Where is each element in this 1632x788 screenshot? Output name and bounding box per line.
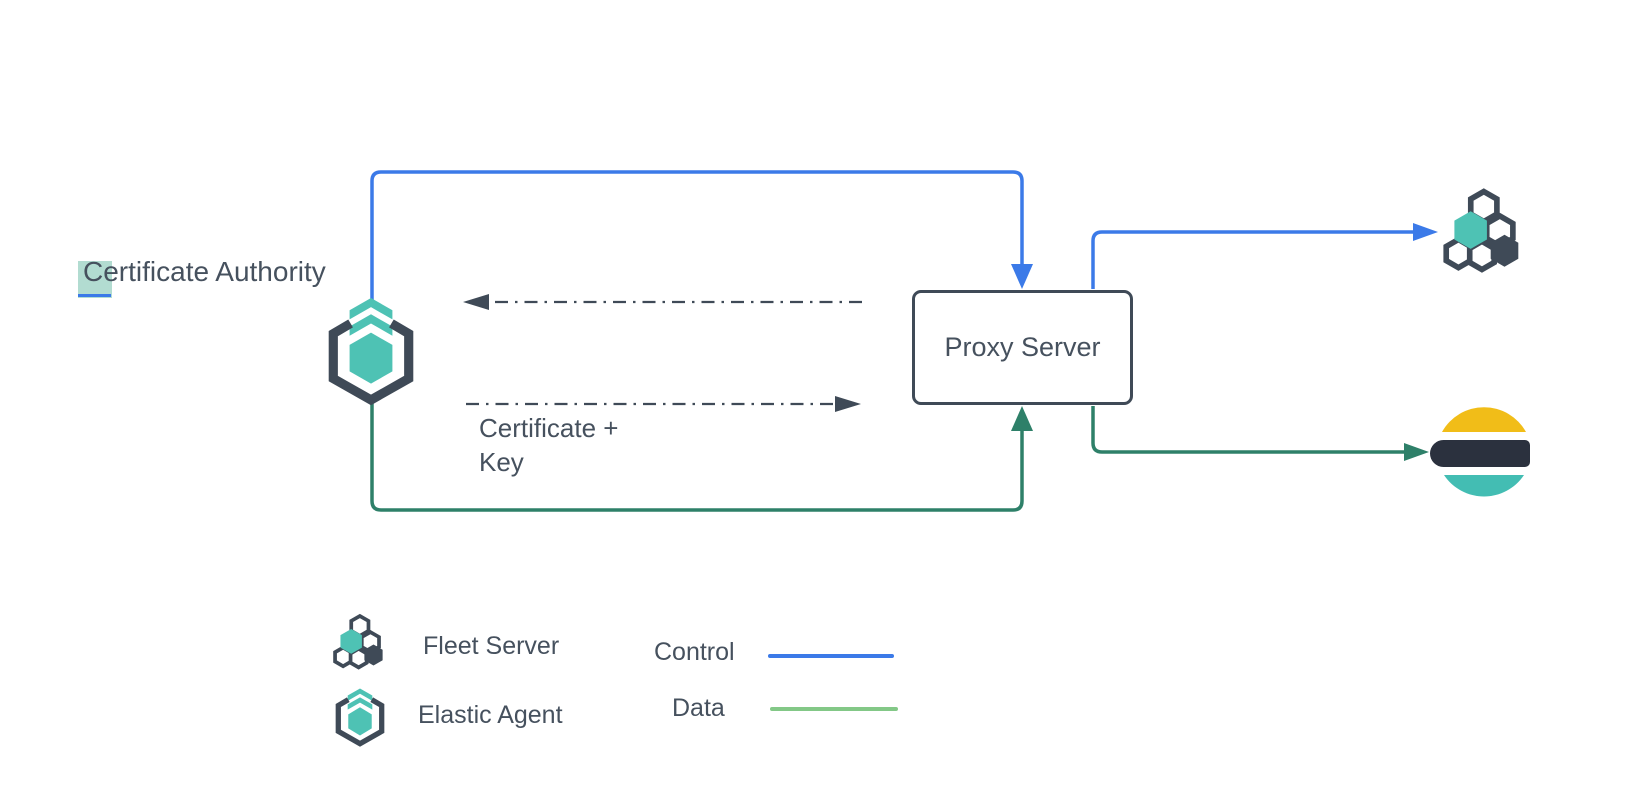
- certificate-key-line1: Certificate +: [479, 413, 619, 443]
- text-cursor-underline: [78, 294, 111, 297]
- text-selection-highlight: [78, 261, 112, 298]
- data-arrowhead-proxy: [1011, 406, 1033, 431]
- certificate-authority-label: Certificate Authority: [83, 256, 326, 287]
- control-arrowhead-fleet: [1413, 223, 1438, 241]
- legend-fleet-server-icon: [326, 611, 390, 673]
- legend-elastic-agent-icon: [330, 685, 390, 747]
- data-arrowhead-elasticsearch: [1404, 443, 1429, 461]
- data-path-agent-to-proxy: [370, 399, 1024, 512]
- legend-data-label: Data: [672, 694, 725, 722]
- data-path-proxy-to-elasticsearch: [1091, 406, 1405, 454]
- legend-data-line: [770, 707, 898, 711]
- legend-elastic-agent-label: Elastic Agent: [418, 701, 563, 729]
- control-arrowhead-proxy: [1011, 264, 1033, 289]
- legend-control-label: Control: [654, 638, 735, 666]
- proxy-server-node: Proxy Server: [912, 290, 1133, 405]
- control-path-proxy-to-fleet: [1091, 230, 1414, 289]
- legend-fleet-server-label: Fleet Server: [423, 632, 560, 660]
- proxy-server-label: Proxy Server: [944, 332, 1101, 362]
- dashed-arrowhead-right: [835, 396, 861, 412]
- certificate-key-line2: Key: [479, 447, 524, 477]
- certificate-key-label: Certificate + Key: [479, 411, 618, 479]
- dashed-arrowhead-left: [463, 294, 489, 310]
- elastic-agent-icon: [319, 298, 423, 406]
- elasticsearch-icon: [1428, 400, 1532, 508]
- control-path-agent-to-proxy: [370, 170, 1024, 302]
- legend-control-line: [768, 654, 894, 658]
- fleet-server-icon: [1434, 184, 1528, 278]
